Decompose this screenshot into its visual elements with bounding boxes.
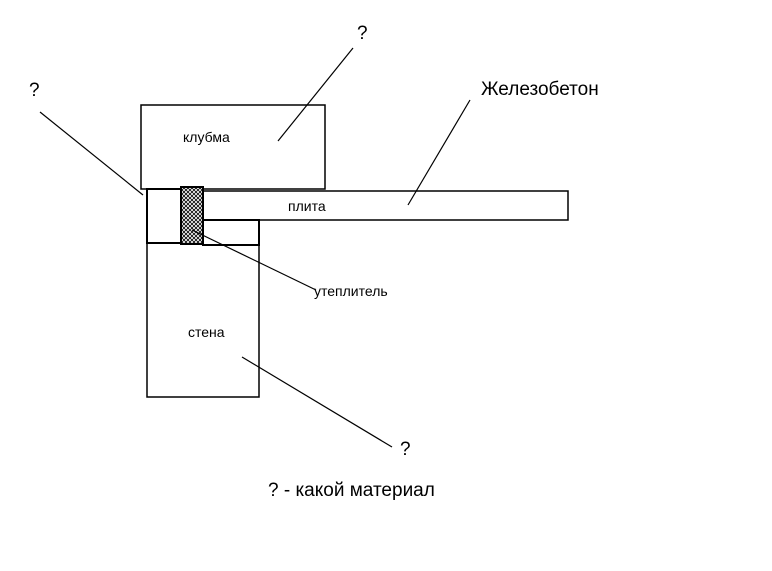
flowerbed-label: клубма: [183, 129, 230, 145]
insulation-label: утеплитель: [314, 283, 388, 299]
leader-line-left: [39, 111, 144, 196]
leader-line-concrete: [407, 99, 471, 206]
wall-label: стена: [188, 324, 225, 340]
slab-box: [202, 190, 569, 221]
slab-label: плита: [288, 198, 326, 214]
wall-top-strip: [202, 219, 260, 246]
leader-line-insulation: [191, 229, 317, 291]
question-mark-left: ?: [29, 80, 40, 101]
small-block: [146, 188, 182, 244]
leader-line-top: [277, 47, 354, 142]
flowerbed-box: [140, 104, 326, 190]
question-mark-bottom: ?: [400, 439, 411, 460]
insulation-box: [180, 186, 204, 245]
question-mark-top: ?: [357, 23, 368, 44]
wall-box: [146, 242, 260, 398]
reinforced-concrete-label: Железобетон: [481, 79, 599, 100]
leader-line-bottom: [241, 356, 393, 448]
legend-text: ? - какой материал: [268, 480, 435, 501]
